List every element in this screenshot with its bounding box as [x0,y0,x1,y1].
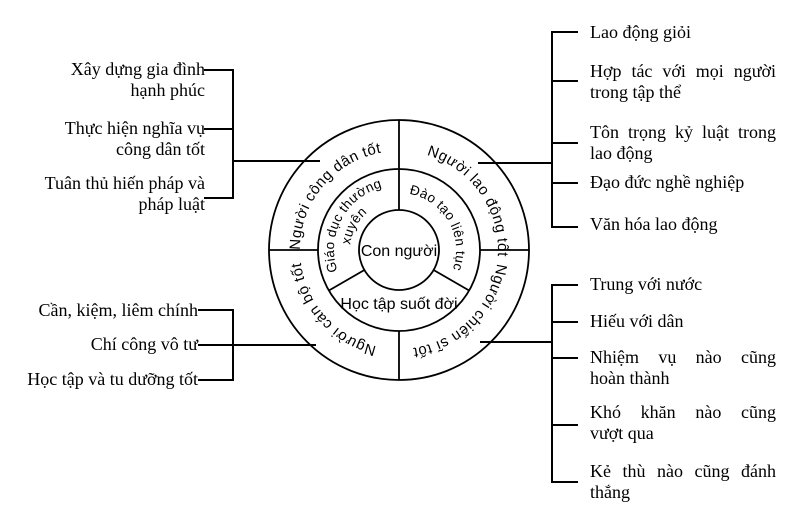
bracket-right-top [478,31,578,228]
center-label: Con người [361,243,437,260]
branch-line: Chí công vô tư [90,334,198,354]
branch-item: Cần, kiệm, liêm chính [13,300,198,321]
branch-line: Học tập và tu dưỡng tốt [27,369,198,389]
branch-item: Lao động giỏi [590,22,776,43]
branch-item: Văn hóa lao động [590,214,776,235]
bracket-right-bottom [480,284,578,483]
branch-item: Khó khăn nào cũng vượt qua [590,402,776,444]
branch-line: Đạo đức nghề nghiệp [590,172,745,192]
branch-line: Thực hiện nghĩa vụ [64,118,205,138]
branch-line: Cần, kiệm, liêm chính [38,300,198,320]
bracket-left-bottom [198,309,316,381]
branch-line: Trung với nước [590,274,703,294]
branch-item: Thực hiện nghĩa vụ công dân tốt [20,118,205,160]
branch-item: Xây dựng gia đình hạnh phúc [20,59,205,101]
branch-line: Xây dựng gia đình [70,59,205,79]
branch-line: hạnh phúc [130,80,205,100]
branch-item: Kẻ thù nào cũng đánh thắng [590,461,776,503]
branch-line: Hiếu với dân [590,311,684,331]
branch-line: pháp luật [138,194,205,214]
branch-line: Văn hóa lao động [590,214,718,234]
branch-item: Đạo đức nghề nghiệp [590,172,776,193]
branch-item: Tuân thủ hiến pháp và pháp luật [20,173,205,215]
ring-dividers [269,120,529,380]
branch-line: công dân tốt [116,139,205,159]
branch-item: Tôn trọng kỷ luật trong lao động [590,122,776,164]
branch-line: thắng [590,482,630,502]
branch-line: Tuân thủ hiến pháp và [44,173,205,193]
branch-item: Chí công vô tư [13,334,198,355]
branch-item: Trung với nước [590,274,776,295]
branch-line: Tôn trọng kỷ luật trong [590,122,776,142]
branch-item: Nhiệm vụ nào cũng hoàn thành [590,347,776,389]
branch-line: Kẻ thù nào cũng đánh [590,461,776,481]
branch-line: Lao động giỏi [590,22,691,42]
branch-item: Học tập và tu dưỡng tốt [13,369,198,390]
bracket-left-top [204,69,320,199]
branch-item: Hợp tác với mọi người trong tập thể [590,61,776,103]
branch-line: lao động [590,143,653,163]
branch-line: vượt qua [590,423,654,443]
branch-item: Hiếu với dân [590,311,776,332]
branch-line: Hợp tác với mọi người [590,61,776,81]
branch-line: Khó khăn nào cũng [590,402,776,422]
branch-line: trong tập thể [590,82,681,102]
branch-line: hoàn thành [590,368,670,388]
branch-line: Nhiệm vụ nào cũng [590,347,776,367]
inner-ring-label-bottom: Học tập suốt đời [340,296,457,313]
